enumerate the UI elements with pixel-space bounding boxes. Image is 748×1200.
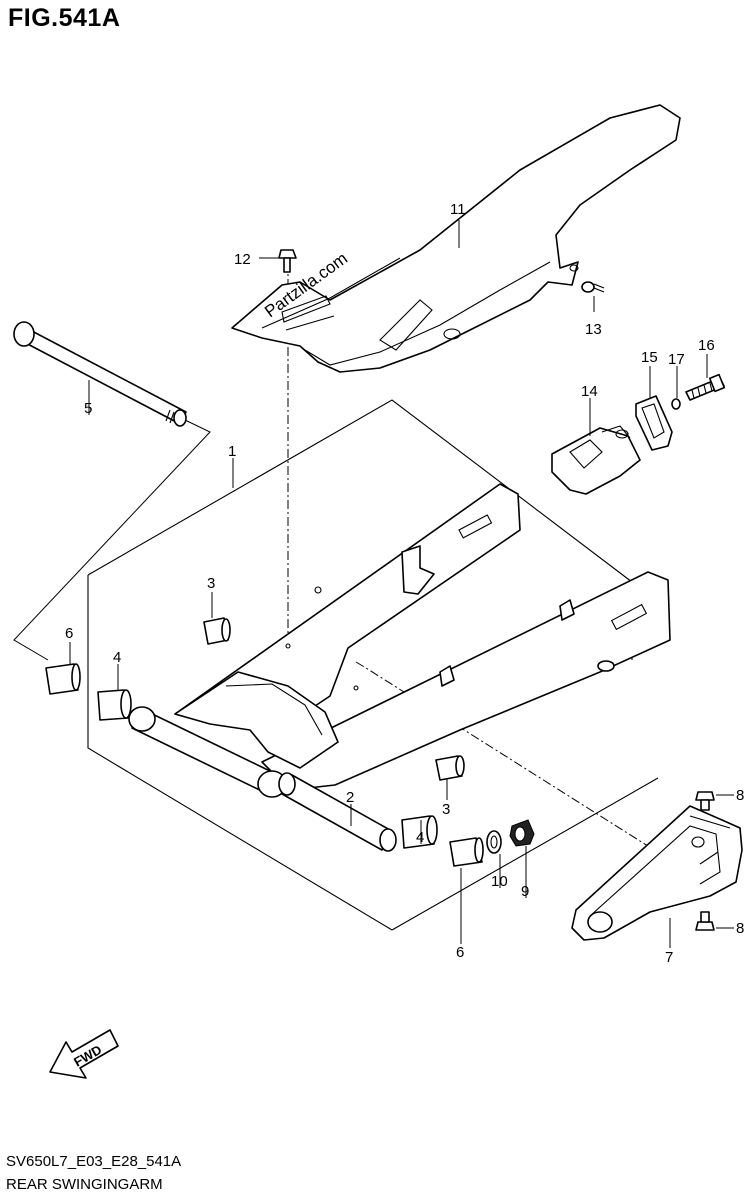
bearing-4-right [401, 815, 438, 849]
forward-arrow-icon: FWD [49, 1029, 119, 1079]
callout-9: 9 [521, 883, 529, 900]
swingarm [128, 483, 671, 798]
callout-1: 1 [228, 443, 236, 460]
chain-guide-7 [571, 805, 743, 941]
callout-2: 2 [346, 789, 354, 806]
assembly-box [87, 399, 659, 931]
callout-leaders [69, 220, 734, 948]
callout-15: 15 [641, 349, 658, 366]
collar-6-left [45, 663, 81, 695]
washer-10 [486, 830, 502, 854]
nut-9 [509, 819, 535, 847]
pivot-axle [13, 321, 187, 427]
spacer-tube [278, 772, 397, 852]
chain-case [231, 104, 681, 373]
screw-13 [581, 281, 605, 293]
adjuster-plate-15 [635, 395, 673, 451]
washer-17 [671, 398, 681, 410]
callout-7: 7 [665, 949, 673, 966]
callout-5: 5 [84, 400, 92, 417]
adjuster-block-14 [551, 425, 641, 495]
callout-6-right: 6 [456, 944, 464, 961]
axle-leaders [13, 419, 211, 661]
callout-8-lower: 8 [736, 920, 744, 937]
callout-6-left: 6 [65, 625, 73, 642]
callout-3-lower: 3 [442, 801, 450, 818]
callout-13: 13 [585, 321, 602, 338]
bushing-3-upper [203, 617, 231, 645]
callout-11: 11 [450, 201, 466, 218]
callout-10: 10 [491, 873, 508, 890]
bolt-12 [278, 249, 297, 273]
bushing-3-lower [435, 755, 465, 781]
callout-4-left: 4 [113, 649, 121, 666]
figure-code: SV650L7_E03_E28_541A [6, 1153, 182, 1170]
bearing-4-left [97, 689, 132, 721]
callout-8-upper: 8 [736, 787, 744, 804]
adjuster-bolt-16 [685, 373, 726, 401]
callout-16: 16 [698, 337, 715, 354]
bolt-8-upper [695, 791, 715, 811]
figure-name: REAR SWINGINGARM [6, 1176, 163, 1193]
figure-title: FIG.541A [8, 4, 121, 32]
callout-12: 12 [234, 251, 251, 268]
collar-6-right [449, 837, 484, 867]
callout-labels: 1 2 3 3 4 4 5 6 6 7 8 8 9 10 11 12 13 14… [65, 201, 744, 966]
bolt-8-lower [695, 911, 715, 931]
callout-4-right: 4 [416, 829, 424, 846]
callout-3-upper: 3 [207, 575, 215, 592]
callout-14: 14 [581, 383, 598, 400]
callout-17: 17 [668, 351, 685, 368]
